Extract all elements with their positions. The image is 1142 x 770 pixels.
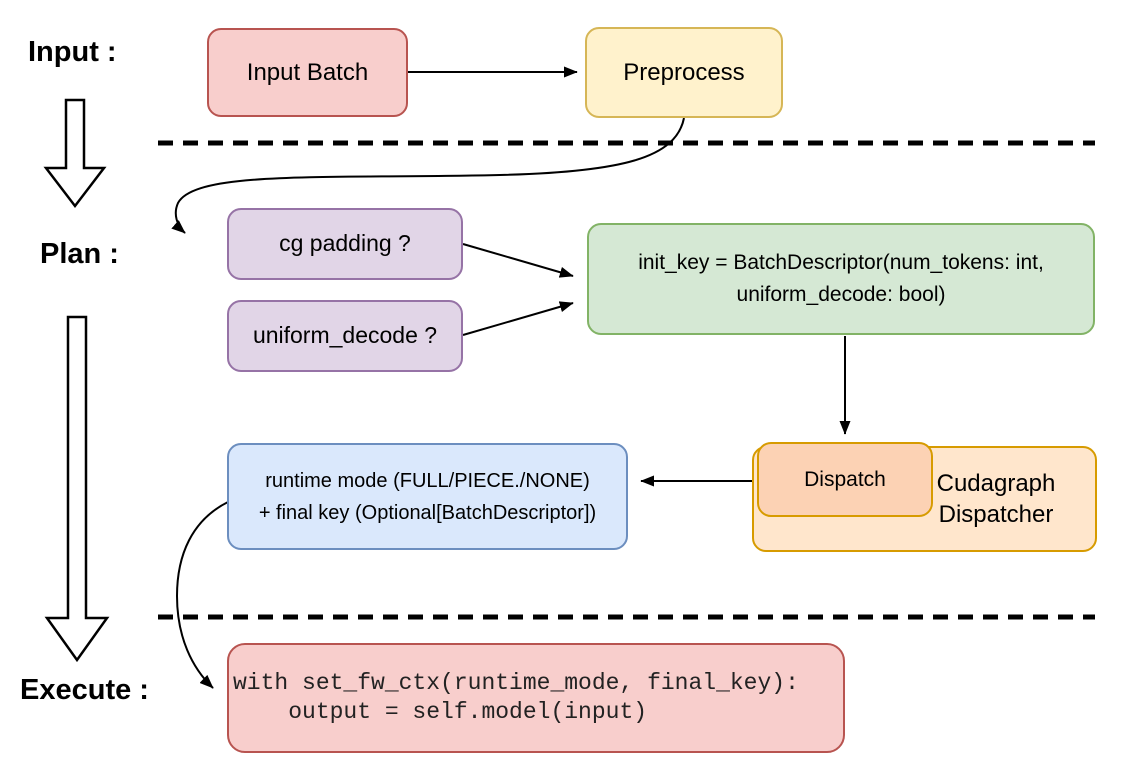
section-label-plan: Plan : <box>40 238 119 270</box>
node-cg-padding: cg padding ? <box>227 208 463 280</box>
node-execute-code: with set_fw_ctx(runtime_mode, final_key)… <box>227 643 845 753</box>
node-dispatch-label: Dispatch <box>804 467 886 491</box>
node-input-batch-label: Input Batch <box>246 58 369 86</box>
arrow-cg-padding-to-init-key <box>462 243 574 278</box>
section-label-input: Input : <box>28 36 117 68</box>
node-preprocess-label: Preprocess <box>623 58 745 86</box>
section-label-execute: Execute : <box>20 674 149 706</box>
node-input-batch: Input Batch <box>207 28 408 117</box>
node-dispatch: Dispatch <box>757 442 933 517</box>
node-runtime-result: runtime mode (FULL/PIECE./NONE) + final … <box>227 443 628 550</box>
execute-code-line2: output = self.model(input) <box>233 699 648 725</box>
arrow-preprocess-to-cg-padding <box>171 117 685 234</box>
hollow-down-arrow-plan <box>44 315 110 663</box>
node-runtime-result-line1: runtime mode (FULL/PIECE./NONE) <box>265 469 590 492</box>
hollow-down-arrow-input <box>43 98 107 209</box>
arrow-uniform-decode-to-init-key <box>462 301 574 336</box>
node-uniform-decode-label: uniform_decode ? <box>252 322 438 349</box>
node-cg-padding-label: cg padding ? <box>279 230 411 257</box>
node-runtime-result-line2: + final key (Optional[BatchDescriptor]) <box>258 501 597 524</box>
node-uniform-decode: uniform_decode ? <box>227 300 463 372</box>
node-init-key-line1: init_key = BatchDescriptor(num_tokens: i… <box>638 251 1044 274</box>
arrow-runtime-result-to-execute-code <box>175 501 229 689</box>
node-init-key: init_key = BatchDescriptor(num_tokens: i… <box>587 223 1095 335</box>
node-cudagraph-dispatcher-line2: Dispatcher <box>938 501 1054 528</box>
execute-code-line1: with set_fw_ctx(runtime_mode, final_key)… <box>233 670 799 696</box>
node-cudagraph-dispatcher-line1: Cudagraph <box>936 470 1056 497</box>
node-preprocess: Preprocess <box>585 27 783 118</box>
node-cudagraph-dispatcher-label: Cudagraph Dispatcher <box>911 468 1081 530</box>
node-init-key-line2: uniform_decode: bool) <box>736 283 946 306</box>
